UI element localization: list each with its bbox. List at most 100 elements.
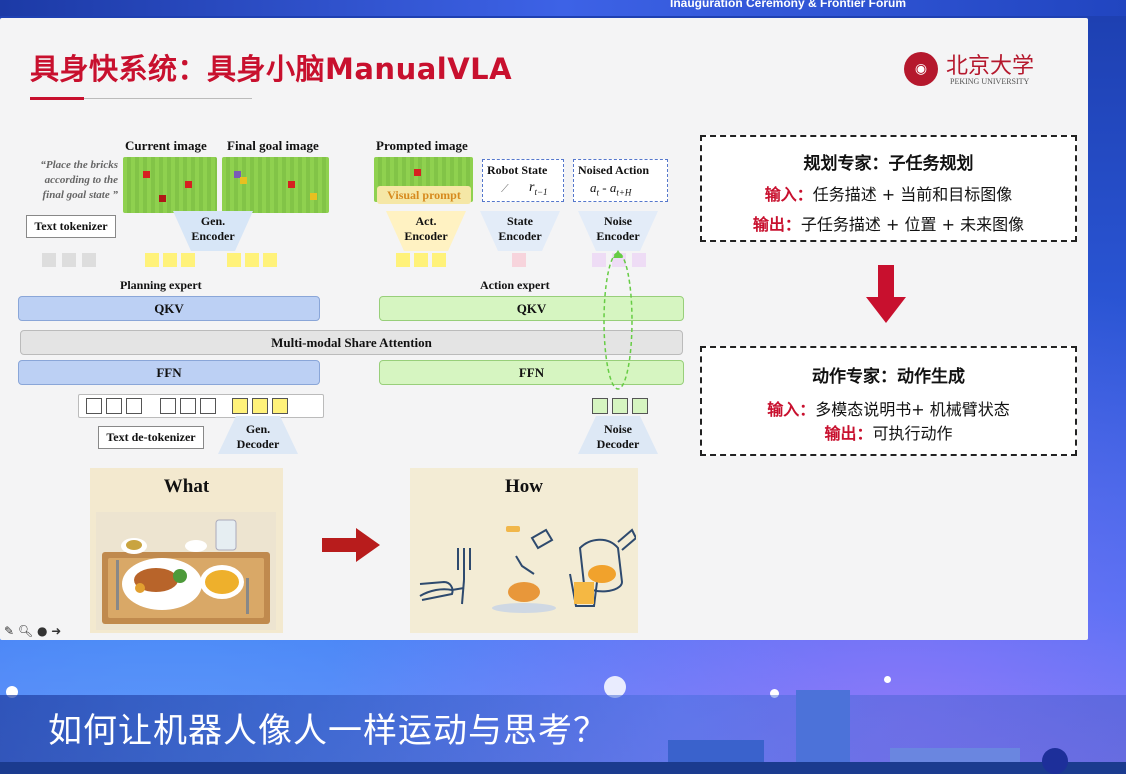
gen-encoder-funnel — [173, 211, 253, 251]
top-banner: Inauguration Ceremony & Frontier Forum — [0, 0, 1126, 16]
deco-dot — [770, 689, 779, 698]
image-token — [181, 253, 195, 267]
robot-arm-icon: ⟋ — [501, 182, 509, 195]
text-tokenizer-box: Text tokenizer — [26, 215, 116, 238]
planning-expert-label: Planning expert — [120, 278, 202, 292]
output-text-token — [180, 398, 196, 414]
subtitle-question: 如何让机器人像人一样运动与思考？ — [48, 711, 608, 751]
building-graphic — [796, 690, 850, 762]
robot-state-symbol: rt−1 — [529, 180, 548, 197]
text-token — [42, 253, 56, 267]
banner-text: Inauguration Ceremony & Frontier Forum — [670, 0, 907, 10]
meal-tray-image — [96, 512, 276, 630]
image-token — [245, 253, 259, 267]
output-text-token — [126, 398, 142, 414]
text-token — [82, 253, 96, 267]
title-underline-rule — [84, 98, 252, 99]
red-brick — [143, 171, 150, 178]
planning-ffn-bar: FFN — [18, 360, 320, 385]
gen-decoder-funnel — [218, 416, 298, 454]
final-goal-image-label: Final goal image — [227, 138, 319, 153]
next-icon[interactable]: ➜ — [51, 624, 62, 638]
image-token — [145, 253, 159, 267]
planning-box-output: 输出：子任务描述 + 位置 + 未来图像 — [752, 215, 1025, 234]
output-text-token — [86, 398, 102, 414]
action-qkv-bar: QKV — [379, 296, 684, 321]
purple-brick — [234, 171, 241, 178]
denoise-loop-arrow — [603, 250, 633, 390]
gen-encoder-label: Gen. Encoder — [191, 214, 235, 243]
red-brick — [414, 169, 421, 176]
state-encoder-funnel — [480, 211, 560, 251]
yellow-brick — [240, 177, 247, 184]
output-text-token — [160, 398, 176, 414]
how-panel: How — [410, 468, 638, 633]
noised-action-box: Noised Action at - at+H — [573, 159, 668, 202]
visual-prompt-tag: Visual prompt — [377, 186, 471, 204]
more-icon[interactable]: ● — [36, 624, 48, 638]
output-image-token — [232, 398, 248, 414]
image-token — [163, 253, 177, 267]
output-action-token — [612, 398, 628, 414]
planning-box-title: 规划专家：子任务规划 — [803, 154, 974, 174]
state-encoder-label: State Encoder — [498, 214, 542, 243]
deco-dot — [604, 676, 626, 698]
output-action-token — [592, 398, 608, 414]
noise-decoder-funnel — [578, 416, 658, 454]
image-token — [263, 253, 277, 267]
presentation-slide: 具身快系统：具身小脑ManualVLA ◉ 北京大学 PEKING UNIVER… — [0, 18, 1088, 640]
slide-title: 具身快系统：具身小脑ManualVLA — [30, 52, 513, 86]
output-text-token — [200, 398, 216, 414]
prompt-token — [396, 253, 410, 267]
planning-qkv-bar: QKV — [18, 296, 320, 321]
current-image-label: Current image — [125, 138, 207, 153]
action-expert-box: 动作专家：动作生成 输入：多模态说明书+ 机械臂状态 输出：可执行动作 — [700, 346, 1077, 456]
act-encoder-funnel — [386, 211, 466, 251]
noise-encoder-label: Noise Encoder — [596, 214, 640, 243]
how-title: How — [505, 476, 543, 497]
action-box-output: 输出：可执行动作 — [824, 424, 953, 443]
text-detokenizer-box: Text de-tokenizer — [98, 426, 204, 449]
current-image — [123, 157, 217, 213]
what-title: What — [163, 476, 210, 497]
zoom-icon[interactable]: 🔍︎ — [17, 624, 34, 638]
pen-icon[interactable]: ✎ — [4, 624, 15, 638]
text-token — [62, 253, 76, 267]
pku-name-cn: 北京大学 — [946, 54, 1035, 79]
noise-decoder-label: Noise Decoder — [596, 422, 640, 451]
planning-expert-box: 规划专家：子任务规划 输入：任务描述 + 当前和目标图像 输出：子任务描述 + … — [700, 135, 1077, 242]
building-graphic — [668, 740, 764, 762]
pku-name-en: PEKING UNIVERSITY — [950, 77, 1030, 86]
red-brick — [288, 181, 295, 188]
noised-action-label: Noised Action — [578, 163, 650, 177]
red-brick — [185, 181, 192, 188]
planning-box-input: 输入：任务描述 + 当前和目标图像 — [764, 185, 1013, 204]
robot-state-box: Robot State rt−1 ⟋ — [482, 159, 564, 202]
slide-toolbar: ✎ 🔍︎ ● ➜ — [4, 624, 61, 638]
red-brick — [159, 195, 166, 202]
prompt-token — [432, 253, 446, 267]
gen-decoder-label: Gen. Decoder — [236, 422, 280, 451]
output-image-token — [272, 398, 288, 414]
act-encoder-label: Act. Encoder — [404, 214, 448, 243]
noise-token — [632, 253, 646, 267]
building-graphic — [890, 748, 1020, 762]
output-text-token — [106, 398, 122, 414]
state-token — [512, 253, 526, 267]
right-arrow-icon — [322, 528, 380, 562]
noise-encoder-funnel — [578, 211, 658, 251]
prompt-token — [414, 253, 428, 267]
action-box-input: 输入：多模态说明书+ 机械臂状态 — [767, 400, 1010, 419]
pku-logo: ◉ 北京大学 PEKING UNIVERSITY — [904, 50, 1054, 94]
fork-hand-icon — [419, 526, 636, 613]
shared-attention-bar: Multi-modal Share Attention — [20, 330, 683, 355]
prompted-image-label: Prompted image — [376, 138, 468, 153]
down-arrow-icon — [866, 265, 906, 323]
instruction-quote: “Place the bricks according to the final… — [40, 159, 118, 201]
deco-circle — [1042, 748, 1068, 774]
output-image-token — [252, 398, 268, 414]
action-ffn-bar: FFN — [379, 360, 684, 385]
title-underline — [30, 97, 84, 100]
robot-state-label: Robot State — [487, 163, 548, 177]
noised-action-symbol: at - at+H — [590, 180, 632, 198]
